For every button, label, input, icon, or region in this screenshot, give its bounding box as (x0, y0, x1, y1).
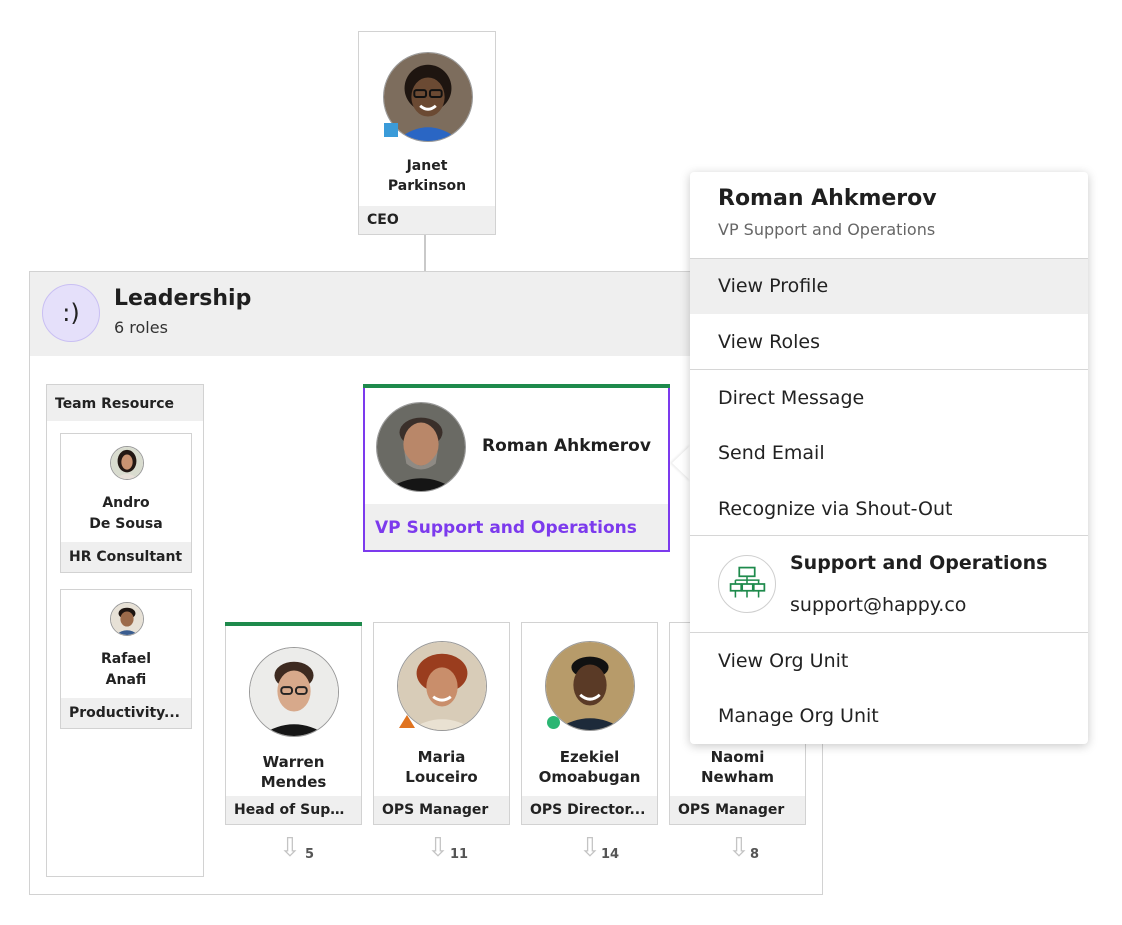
group-logo: :) (42, 284, 100, 342)
menu-divider (690, 369, 1088, 370)
report-name-line1: Naomi (710, 748, 765, 766)
report-card[interactable]: Ezekiel Omoabugan OPS Director... (521, 622, 658, 825)
team-resource-heading: Team Resource (47, 385, 203, 421)
org-unit-email[interactable]: support@happy.co (790, 594, 967, 616)
report-card[interactable]: Maria Louceiro OPS Manager (373, 622, 510, 825)
report-name-line2: Omoabugan (538, 768, 641, 786)
selected-name: Roman Ahkmerov (482, 436, 651, 456)
expand-reports-icon[interactable]: ⇩ (279, 833, 301, 863)
selected-role-card[interactable]: Roman Ahkmerov VP Support and Operations (363, 384, 670, 552)
report-name-line1: Maria (417, 748, 466, 766)
ceo-card[interactable]: Janet Parkinson CEO (358, 31, 496, 235)
report-status-dot (547, 716, 560, 729)
menu-item-shout-out[interactable]: Recognize via Shout-Out (718, 498, 953, 520)
report-avatar (545, 641, 635, 731)
report-name-line1: Warren (262, 753, 325, 771)
org-chart-icon (718, 555, 776, 613)
team-member-card[interactable]: Andro De Sousa HR Consultant (60, 433, 192, 573)
team-member-role: HR Consultant (61, 542, 191, 572)
team-member-name-line1: Rafael (100, 651, 152, 667)
menu-item-view-org-unit[interactable]: View Org Unit (718, 650, 849, 672)
menu-item-direct-message[interactable]: Direct Message (718, 387, 865, 409)
report-name-line2: Louceiro (405, 768, 478, 786)
menu-person-name: Roman Ahkmerov (718, 186, 937, 211)
menu-person-role: VP Support and Operations (718, 220, 936, 239)
ceo-avatar (383, 52, 473, 142)
report-count[interactable]: 11 (450, 847, 469, 862)
menu-divider (690, 535, 1088, 536)
team-member-name-line2: Anafi (105, 672, 147, 688)
report-role: Head of Supp... (226, 796, 361, 824)
report-card-top-bar (225, 622, 362, 626)
ceo-name-line2: Parkinson (387, 178, 467, 194)
report-name-line2: Mendes (260, 773, 327, 791)
team-member-avatar (110, 446, 144, 480)
report-name-line2: Newham (700, 768, 774, 786)
selected-avatar (376, 402, 466, 492)
expand-reports-icon[interactable]: ⇩ (427, 833, 449, 863)
group-title: Leadership (114, 286, 252, 311)
expand-reports-icon[interactable]: ⇩ (728, 833, 750, 863)
menu-item-send-email[interactable]: Send Email (718, 442, 825, 464)
report-role: OPS Director... (522, 796, 657, 824)
report-status-triangle (399, 715, 415, 728)
menu-divider (690, 258, 1088, 259)
selected-role: VP Support and Operations (365, 504, 668, 550)
report-count[interactable]: 14 (601, 847, 620, 862)
org-unit-name: Support and Operations (790, 552, 1048, 574)
menu-item-manage-org-unit[interactable]: Manage Org Unit (718, 705, 879, 727)
team-member-avatar (110, 602, 144, 636)
report-avatar (249, 647, 339, 737)
report-role: OPS Manager (670, 796, 805, 824)
team-member-card[interactable]: Rafael Anafi Productivity... (60, 589, 192, 729)
team-member-name-line1: Andro (102, 495, 150, 511)
report-count[interactable]: 5 (305, 847, 315, 862)
menu-item-view-profile[interactable]: View Profile (690, 259, 1088, 314)
menu-divider (690, 632, 1088, 633)
ceo-status-square (384, 123, 398, 137)
team-member-name-line2: De Sousa (89, 516, 163, 532)
menu-caret (672, 445, 691, 481)
ceo-role: CEO (359, 206, 495, 234)
selected-card-top-bar (363, 384, 670, 388)
report-name-line1: Ezekiel (559, 748, 620, 766)
context-menu: Roman Ahkmerov VP Support and Operations… (690, 172, 1088, 744)
report-card[interactable]: Warren Mendes Head of Supp... (225, 622, 362, 825)
team-member-role: Productivity... (61, 698, 191, 728)
ceo-name-line1: Janet (406, 158, 448, 174)
report-avatar (397, 641, 487, 731)
report-count[interactable]: 8 (750, 847, 760, 862)
menu-item-view-roles[interactable]: View Roles (718, 331, 820, 353)
expand-reports-icon[interactable]: ⇩ (579, 833, 601, 863)
group-role-count: 6 roles (114, 318, 168, 337)
report-role: OPS Manager (374, 796, 509, 824)
